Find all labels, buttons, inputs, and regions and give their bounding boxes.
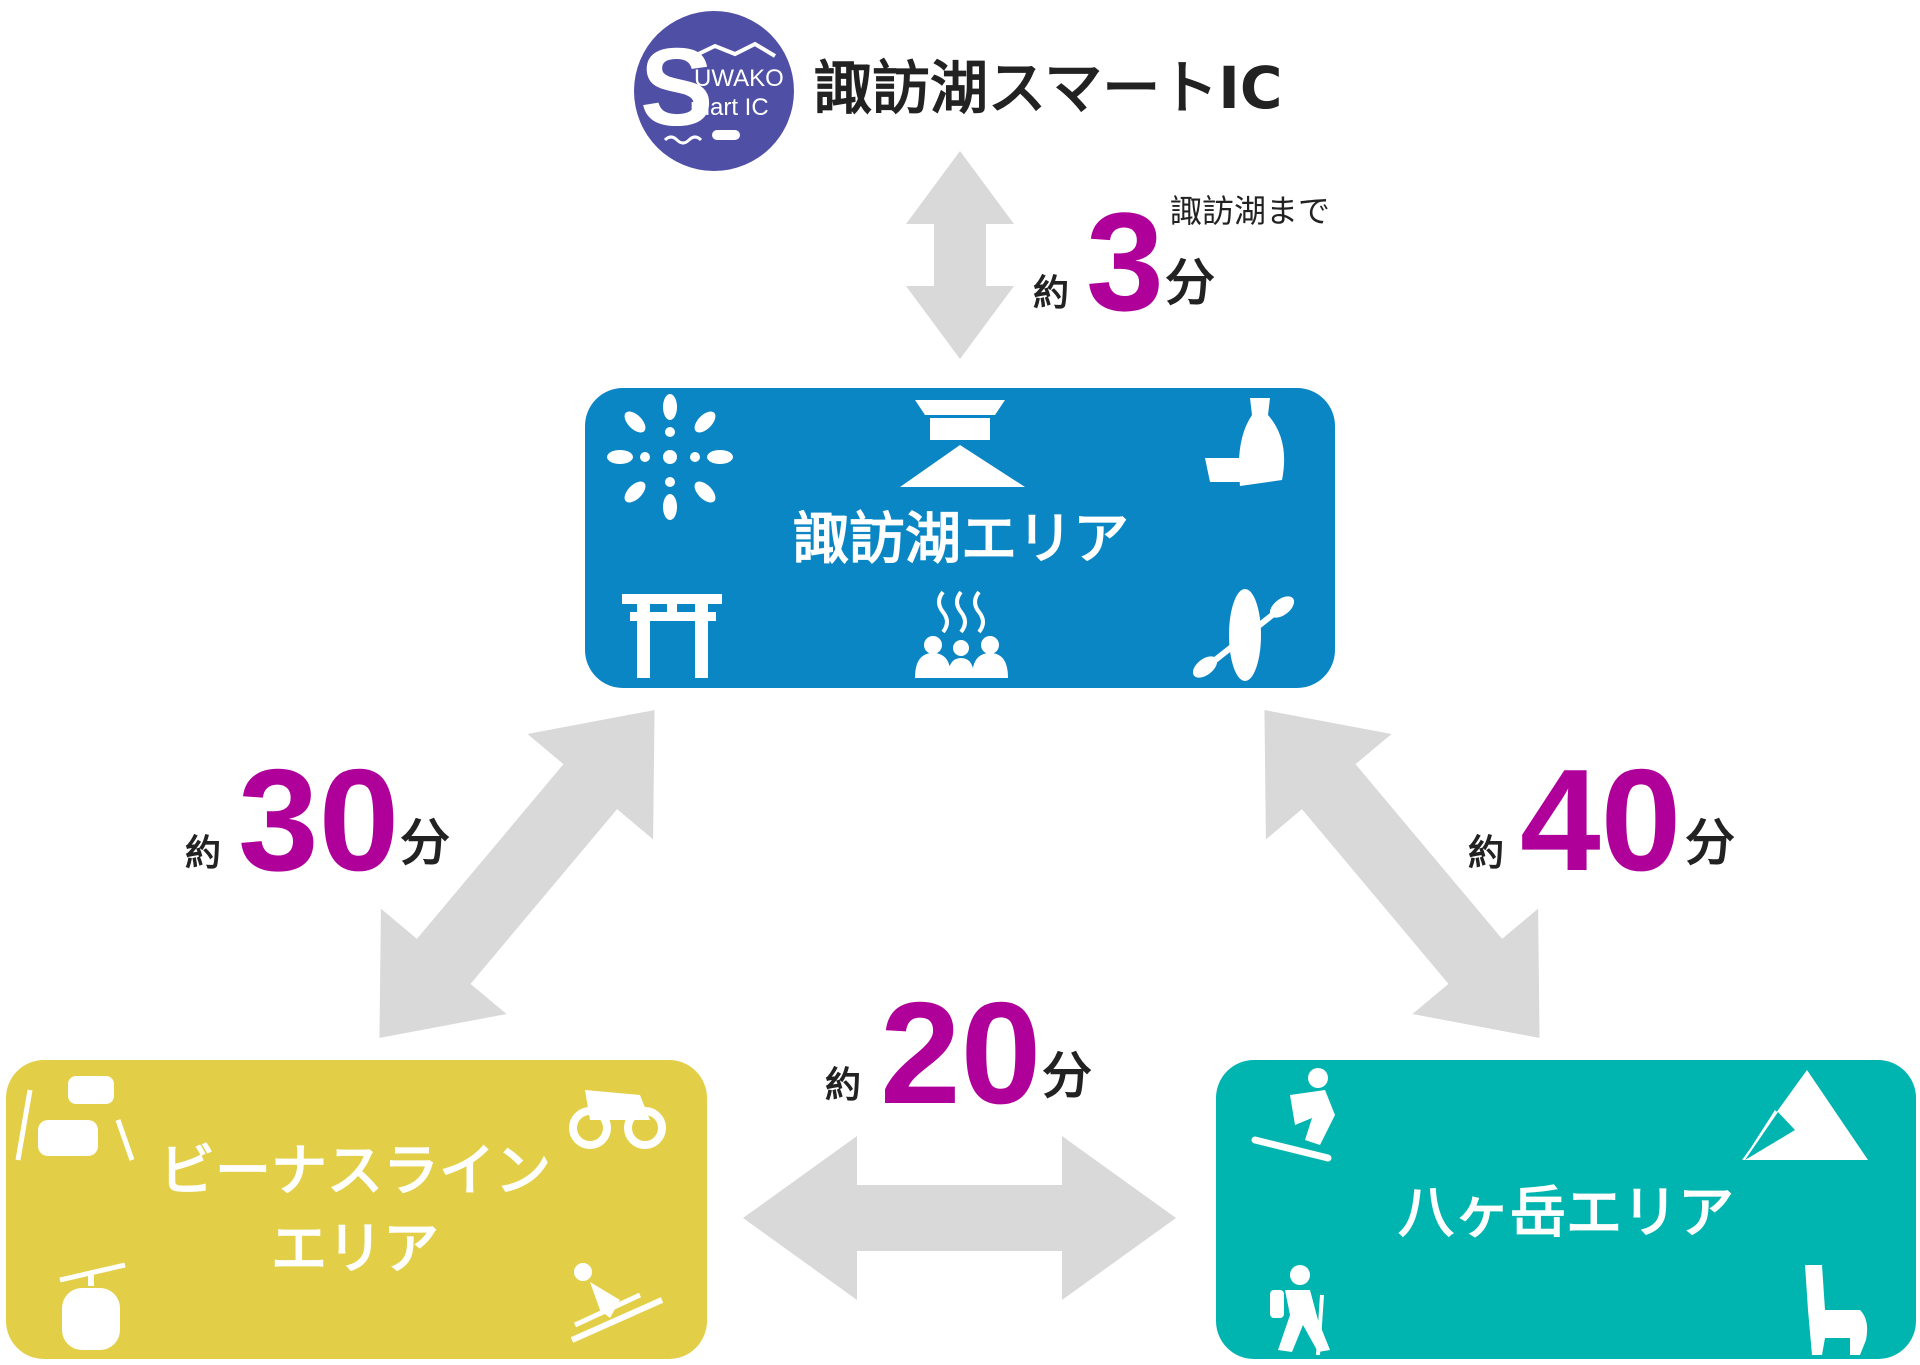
arrow-suwa-yatsu bbox=[1264, 710, 1540, 1038]
cars-road-icon bbox=[15, 1076, 135, 1161]
svg-text:約: 約 bbox=[1033, 273, 1069, 314]
time-ic-suwa: 約 3 分 諏訪湖まで bbox=[1033, 183, 1330, 340]
fireworks-icon bbox=[607, 394, 733, 520]
suwa-area-label: 諏訪湖エリア bbox=[793, 507, 1129, 572]
onsen-icon bbox=[915, 590, 1008, 678]
time-suwa-yatsu: 約 40 分 bbox=[1468, 739, 1735, 901]
sake-icon bbox=[1205, 398, 1285, 486]
snowboard-icon bbox=[1251, 1068, 1335, 1162]
alpaca-icon bbox=[1805, 1265, 1868, 1355]
venus-line-area-box: ビーナスライン エリア bbox=[6, 1060, 707, 1359]
arrow-ic-suwa bbox=[906, 151, 1014, 359]
svg-text:分: 分 bbox=[1685, 814, 1735, 872]
arrow-suwa-venus bbox=[379, 710, 655, 1038]
yatsu-area-label: 八ヶ岳エリア bbox=[1398, 1181, 1734, 1246]
svg-text:40: 40 bbox=[1520, 739, 1681, 901]
motorcycle-icon bbox=[569, 1090, 666, 1149]
torii-icon bbox=[622, 594, 722, 678]
svg-text:30: 30 bbox=[238, 739, 399, 901]
svg-text:3: 3 bbox=[1086, 183, 1164, 340]
svg-text:20: 20 bbox=[880, 972, 1041, 1134]
svg-text:約: 約 bbox=[185, 833, 221, 874]
venus-area-label-line1: ビーナスライン bbox=[159, 1139, 551, 1204]
car-logo-icon bbox=[712, 130, 740, 140]
mountain-icon bbox=[1742, 1070, 1868, 1160]
svg-text:分: 分 bbox=[1042, 1047, 1092, 1105]
suwako-smart-ic-logo: S UWAKO mart IC bbox=[634, 11, 794, 171]
wave-logo-icon bbox=[663, 135, 703, 145]
venus-area-label-line2: エリア bbox=[271, 1217, 439, 1282]
hiking-icon bbox=[1270, 1265, 1330, 1356]
yatsugatake-area-box: 八ヶ岳エリア bbox=[1216, 1060, 1916, 1359]
castle-icon bbox=[900, 400, 1025, 487]
time-suwa-venus: 約 30 分 bbox=[185, 739, 450, 901]
time-venus-yatsu: 約 20 分 bbox=[825, 972, 1092, 1134]
kayak-icon bbox=[1192, 589, 1295, 681]
svg-text:約: 約 bbox=[1468, 833, 1504, 874]
ic-title: 諏訪湖スマートIC bbox=[814, 54, 1282, 122]
suwa-area-box: 諏訪湖エリア bbox=[585, 388, 1335, 688]
svg-text:分: 分 bbox=[400, 814, 450, 872]
svg-text:諏訪湖まで: 諏訪湖まで bbox=[1170, 192, 1330, 230]
ropeway-icon bbox=[59, 1262, 126, 1350]
mountain-logo-icon bbox=[689, 41, 777, 60]
ski-icon bbox=[570, 1263, 664, 1343]
svg-text:分: 分 bbox=[1165, 254, 1215, 312]
svg-text:約: 約 bbox=[825, 1065, 861, 1106]
svg-text:mart IC: mart IC bbox=[690, 94, 769, 121]
svg-text:S: S bbox=[640, 26, 713, 149]
arrow-venus-yatsu bbox=[743, 1136, 1176, 1300]
svg-text:UWAKO: UWAKO bbox=[694, 65, 784, 92]
